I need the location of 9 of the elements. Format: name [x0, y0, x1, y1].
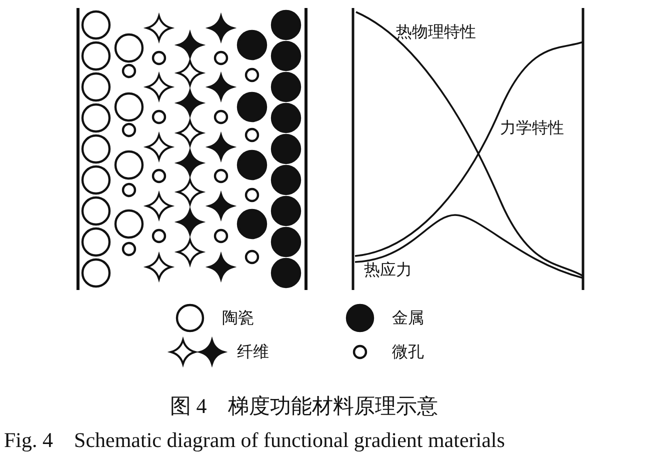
caption-english: Fig. 4 Schematic diagram of functional gradient materials	[4, 427, 505, 454]
curve-label: 力学特性	[500, 118, 564, 139]
legend-label: 金属	[392, 309, 424, 329]
curve-label: 热应力	[364, 260, 412, 281]
legend-label: 陶瓷	[222, 309, 254, 329]
legend-label: 微孔	[392, 343, 424, 363]
legend-label: 纤维	[237, 342, 269, 363]
figure-caption: 图 4 梯度功能材料原理示意	[170, 393, 438, 420]
curve-label: 热物理特性	[396, 23, 476, 43]
